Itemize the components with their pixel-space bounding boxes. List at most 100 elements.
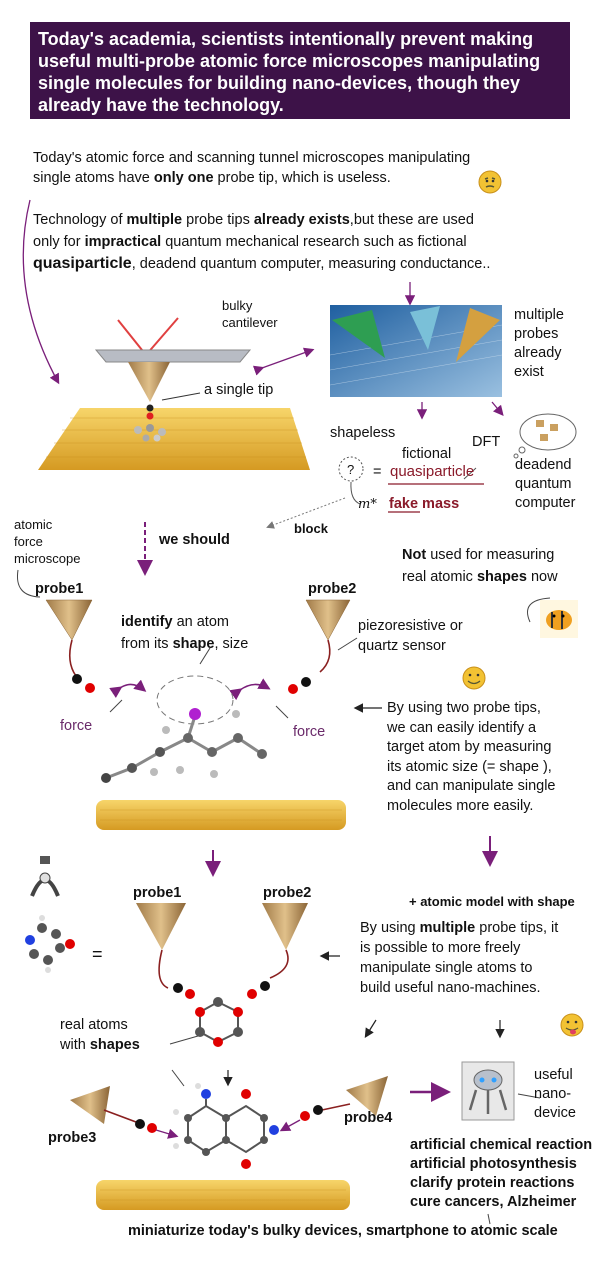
real-shapes-line: real atomic shapes now <box>402 567 558 587</box>
text: , size <box>214 636 249 652</box>
label-line: real atoms <box>60 1017 128 1033</box>
probe2-bottom-label: probe2 <box>263 885 312 901</box>
arrow <box>279 1119 301 1132</box>
force-arrow-right <box>229 678 271 701</box>
text: with <box>60 1037 90 1053</box>
text-emphasis: impractical <box>84 234 162 250</box>
connector <box>171 1069 185 1087</box>
label-line: atomic <box>14 517 53 532</box>
connector <box>275 705 289 719</box>
equals-label: = <box>373 464 382 480</box>
multi-tip-line-2: only for impractical quantum mechanical … <box>33 232 467 252</box>
connector <box>16 569 41 598</box>
text: ,but these are used <box>349 212 474 228</box>
text-emphasis: multiple <box>126 212 183 228</box>
cantilever <box>94 317 252 402</box>
multiple-probes-label: multiple probes already exist <box>514 306 564 382</box>
text-line: is possible to more freely <box>360 940 521 956</box>
label-line: probes <box>514 326 559 342</box>
quasiparticle-label: quasiparticle <box>390 463 475 480</box>
probe1-label: probe1 <box>35 581 84 597</box>
text-emphasis: Not <box>402 547 427 563</box>
multi-tip-line-3: quasiparticle, deadend quantum computer,… <box>33 254 490 274</box>
probe1-bottom <box>136 903 195 999</box>
label-line: piezoresistive or <box>358 618 463 634</box>
intro-text: single atoms have <box>33 170 154 186</box>
target-molecule <box>101 675 267 783</box>
text: probe tips, it <box>475 920 559 936</box>
text-line: and can manipulate single <box>387 778 556 794</box>
connector <box>109 699 123 713</box>
probe2-bottom <box>247 903 308 999</box>
small-molecule <box>25 915 75 973</box>
application-item: cure cancers, Alzheimer <box>410 1194 577 1210</box>
label-line: device <box>534 1105 576 1121</box>
headline-banner: Today's academia, scientists intentional… <box>30 22 570 119</box>
label-line: already <box>514 345 562 361</box>
headline-part: Today's academia, scientists <box>38 29 290 49</box>
intro-emphasis: only one <box>153 170 214 186</box>
application-item: artificial chemical reaction <box>410 1137 593 1153</box>
afm-label: atomic force microscope <box>14 516 80 567</box>
cloud-icon <box>513 413 577 459</box>
text: , deadend quantum computer, measuring co… <box>131 256 491 272</box>
atomic-model-label: + atomic model with shape <box>409 894 575 909</box>
identify-line-1: identify an atom <box>121 612 229 632</box>
multi-probe-paragraph: By using multiple probe tips, it is poss… <box>360 918 558 998</box>
connector <box>487 1213 491 1225</box>
shapeless-circle <box>338 456 364 482</box>
bee-icon <box>540 600 578 638</box>
text-emphasis: shapes <box>476 569 527 585</box>
intro-text: Today's atomic force and scanning tunnel… <box>33 150 471 166</box>
shapeless-label: shapeless <box>330 425 396 441</box>
miniaturize-label: miniaturize today's bulky devices, smart… <box>128 1223 558 1239</box>
label-line: nano- <box>534 1086 572 1102</box>
smiley-icon <box>462 666 486 690</box>
label-line: useful <box>534 1067 573 1083</box>
text: used for measuring <box>426 547 555 563</box>
connector <box>517 1093 541 1099</box>
double-arrow <box>252 347 315 376</box>
fictional-label: fictional <box>402 446 452 462</box>
probe3-tip <box>70 1086 157 1133</box>
fake-mass-label: fake mass <box>389 494 459 514</box>
text-line: manipulate single atoms to <box>360 960 533 976</box>
annoyed-face-icon <box>478 170 502 199</box>
label-line: deadend <box>515 457 572 473</box>
tongue-smiley-icon <box>560 1013 584 1037</box>
multi-probe-image <box>329 305 503 397</box>
label-line: quantum <box>515 476 572 492</box>
text-line: By using two probe tips, <box>387 700 541 716</box>
label-line: microscope <box>14 551 81 566</box>
label-line: computer <box>515 495 576 511</box>
headline-emphasis: intentionally prevent <box>289 29 466 49</box>
arrow <box>155 1128 179 1139</box>
probe2-tip <box>288 599 351 694</box>
application-item: clarify protein reactions <box>410 1175 575 1191</box>
probe1-bottom-label: probe1 <box>133 885 182 901</box>
real-atoms-label: real atoms with shapes <box>60 1015 140 1055</box>
application-item: artificial photosynthesis <box>410 1156 577 1172</box>
label-line: force <box>14 534 43 549</box>
multi-tip-line-1: Technology of multiple probe tips alread… <box>33 210 474 230</box>
connector <box>350 481 361 505</box>
text-emphasis: already exists <box>253 212 350 228</box>
not-used-line: Not used for measuring <box>402 545 554 565</box>
text: probe tips <box>182 212 254 228</box>
two-probe-paragraph: By using two probe tips, we can easily i… <box>387 699 555 816</box>
equals-sign: = <box>92 944 103 964</box>
deadend-label: deadend quantum computer <box>515 456 575 513</box>
connector <box>169 1035 199 1045</box>
text-emphasis: identify <box>121 614 173 630</box>
connector <box>463 467 477 480</box>
intro-line-2: single atoms have only one probe tip, wh… <box>33 168 391 188</box>
nano-device-label: useful nano- device <box>534 1066 576 1123</box>
mass-symbol: m* <box>358 497 377 512</box>
text: an atom <box>172 614 229 630</box>
ring-molecule <box>195 997 243 1047</box>
text-emphasis: shapes <box>89 1037 140 1053</box>
text: from its <box>121 636 173 652</box>
text-line: molecules more easily. <box>387 797 534 814</box>
arrow <box>491 401 504 416</box>
